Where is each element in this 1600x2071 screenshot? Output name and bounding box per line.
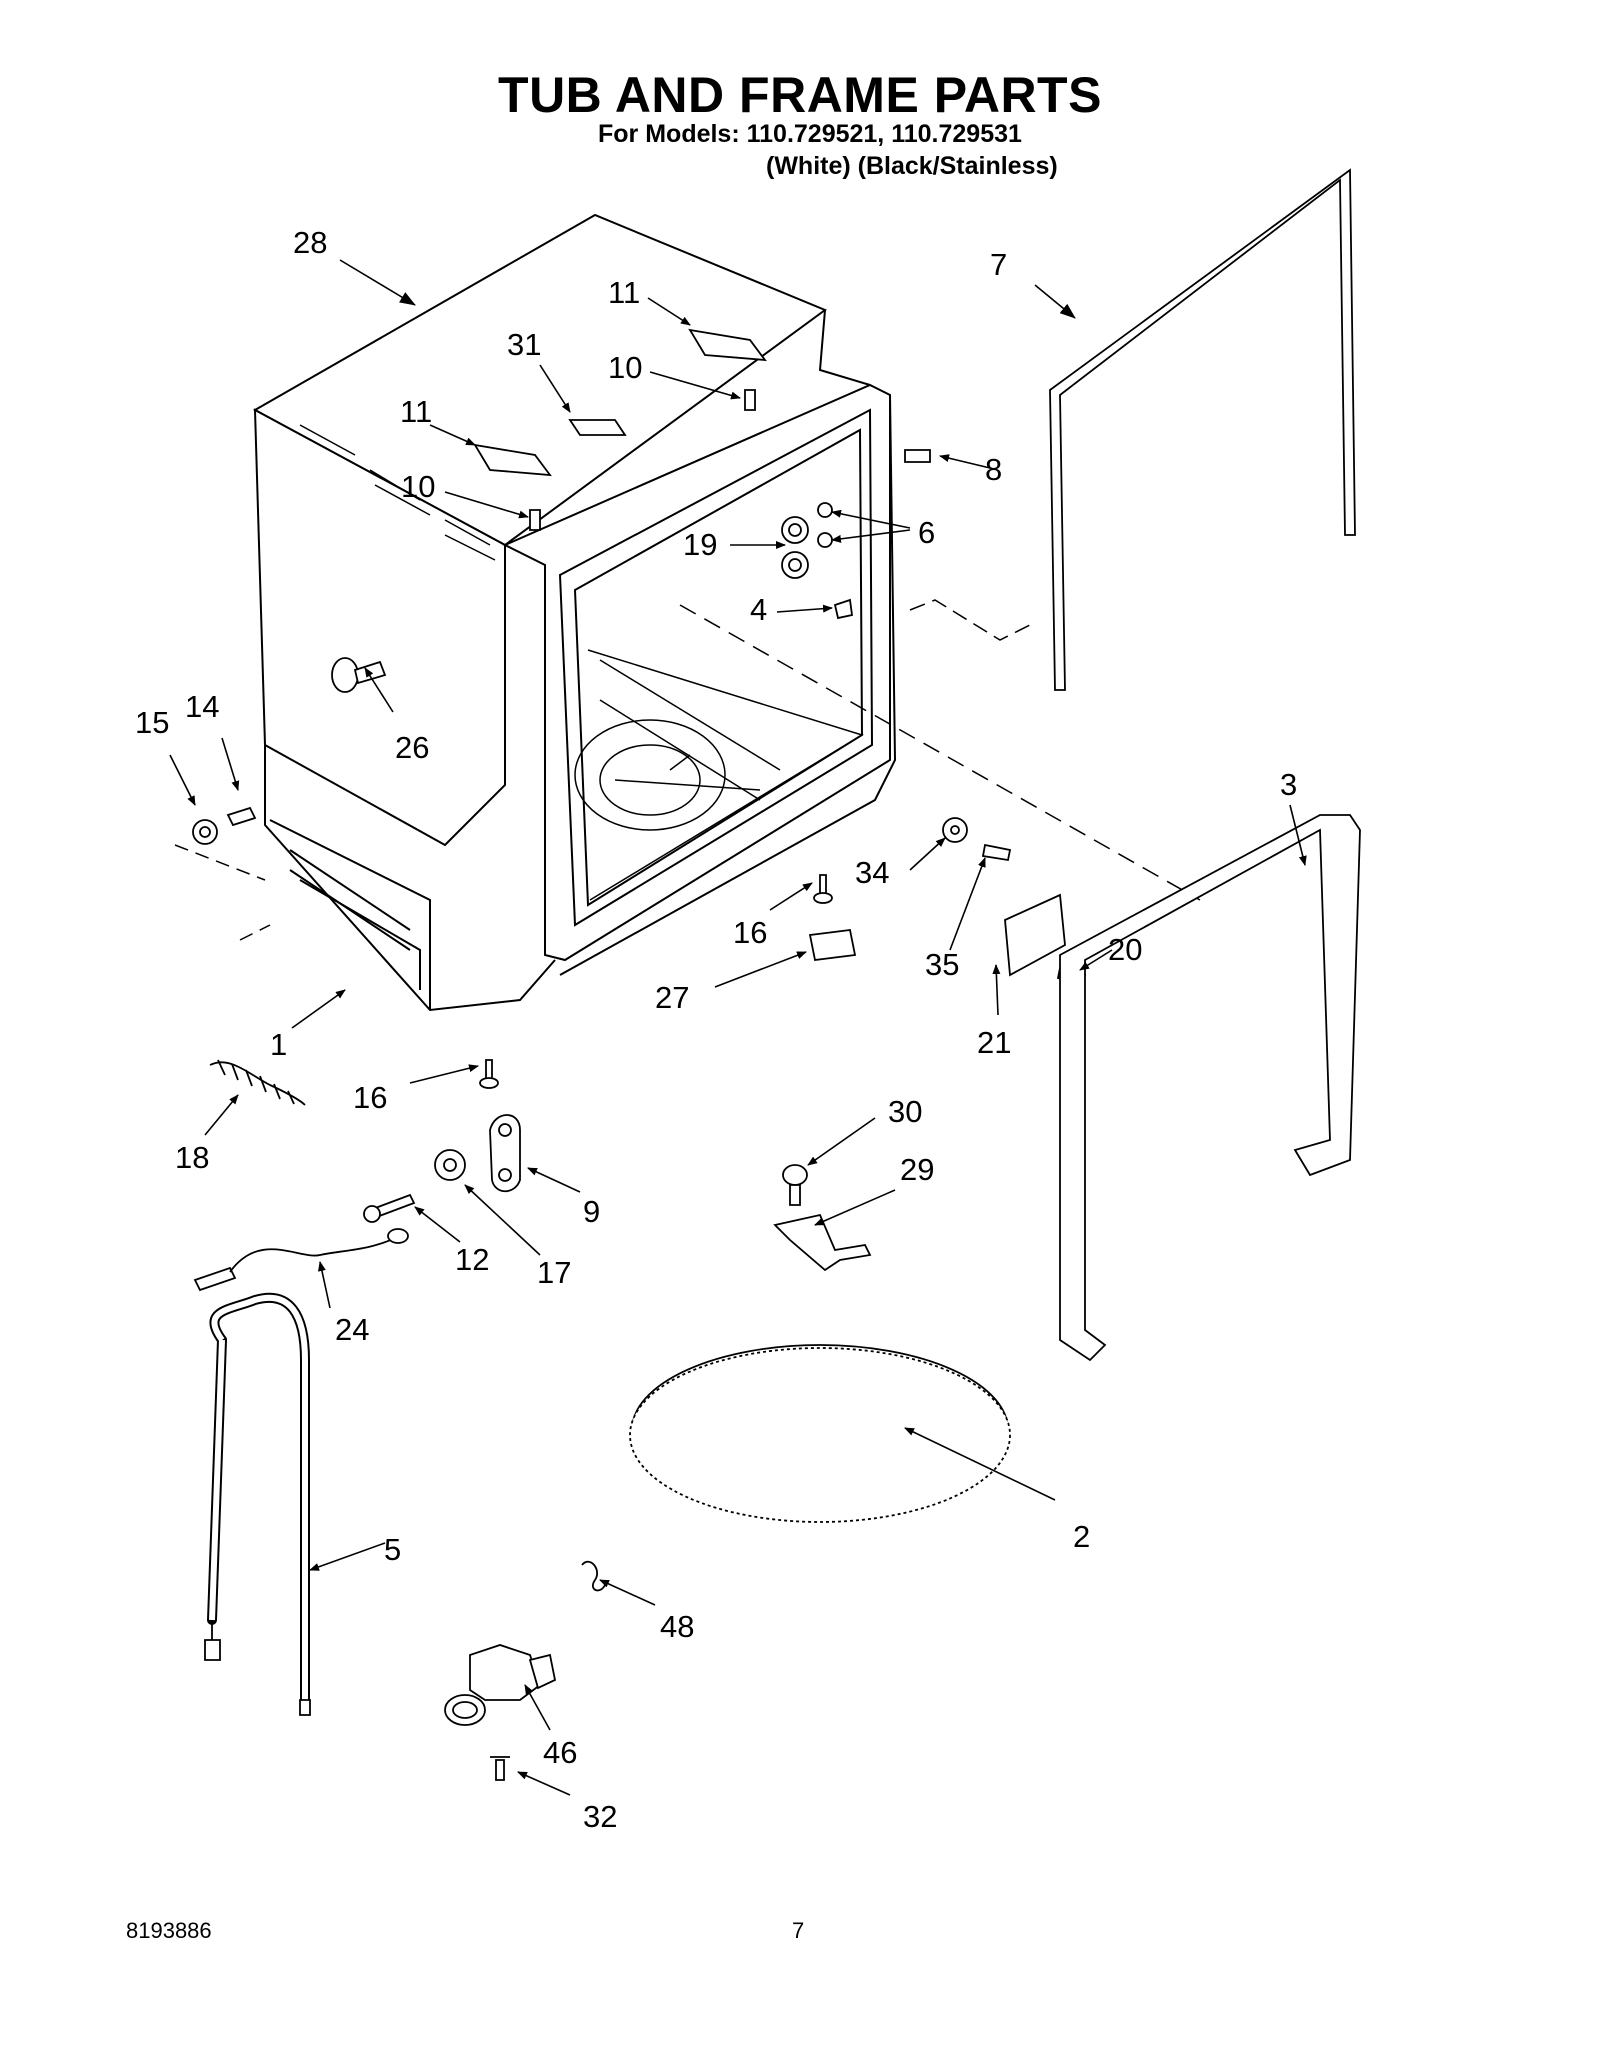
- callout-7: 7: [990, 247, 1007, 282]
- callout-26: 26: [395, 730, 429, 765]
- callout-9: 9: [583, 1194, 600, 1229]
- callout-48: 48: [660, 1609, 694, 1644]
- callout-10-lower: 10: [401, 469, 435, 504]
- document-number: 8193886: [126, 1918, 212, 1943]
- callout-31: 31: [507, 327, 541, 362]
- callout-12: 12: [455, 1242, 489, 1277]
- callout-6: 6: [918, 515, 935, 550]
- callout-14: 14: [185, 689, 219, 724]
- callout-16-lower: 16: [353, 1080, 387, 1115]
- callout-30: 30: [888, 1094, 922, 1129]
- tub-assembly: [174, 213, 1201, 1012]
- callout-10-upper: 10: [608, 350, 642, 385]
- callout-32: 32: [583, 1799, 617, 1834]
- callout-1: 1: [270, 1027, 287, 1062]
- callout-16-upper: 16: [733, 915, 767, 950]
- callout-labels: 28 11 31 10 11 10 7 8 6 19 4 26 15 14 3 …: [135, 225, 1297, 1834]
- callout-18: 18: [175, 1140, 209, 1175]
- callout-34: 34: [855, 855, 889, 890]
- callout-17: 17: [537, 1255, 571, 1290]
- small-parts: [192, 168, 1361, 1781]
- callout-15: 15: [135, 705, 169, 740]
- callout-24: 24: [335, 1312, 369, 1347]
- callout-3: 3: [1280, 767, 1297, 802]
- callout-8: 8: [985, 452, 1002, 487]
- page-title: TUB AND FRAME PARTS: [498, 67, 1102, 123]
- callout-11-lower: 11: [400, 394, 432, 429]
- callout-35: 35: [925, 947, 959, 982]
- page-number: 7: [792, 1918, 805, 1943]
- models-line: For Models: 110.729521, 110.729531: [598, 120, 1022, 148]
- leader-lines: [169, 259, 1307, 1796]
- callout-28: 28: [293, 225, 327, 260]
- callout-27: 27: [655, 980, 689, 1015]
- callout-4: 4: [750, 592, 767, 627]
- callout-5: 5: [384, 1532, 401, 1567]
- callout-29: 29: [900, 1152, 934, 1187]
- callout-46: 46: [543, 1735, 577, 1770]
- callout-2: 2: [1073, 1519, 1090, 1554]
- callout-19: 19: [683, 527, 717, 562]
- callout-11-upper: 11: [608, 275, 640, 310]
- callout-21: 21: [977, 1025, 1011, 1060]
- callout-20: 20: [1108, 932, 1142, 967]
- variants-line: (White) (Black/Stainless): [766, 152, 1058, 180]
